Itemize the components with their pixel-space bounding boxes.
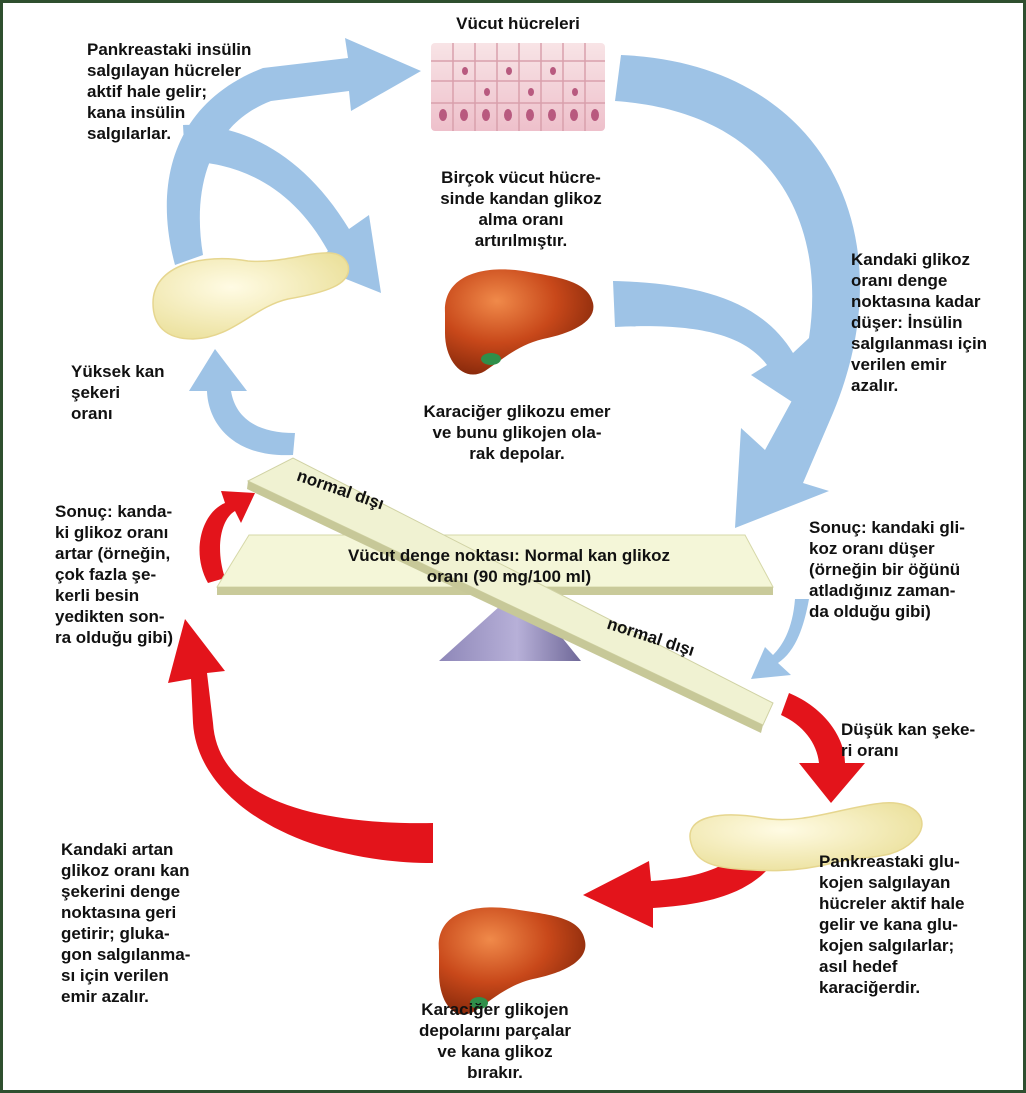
- label-high-sugar: Yüksek kan şekeri oranı: [71, 362, 165, 423]
- label-body-cells: Vücut hücreleri: [456, 14, 580, 33]
- label-glucose-falls: Kandaki glikoz oranı denge noktasına kad…: [851, 250, 988, 395]
- arrow-platform-to-pancreas-right: [781, 693, 865, 803]
- liver-illustration: [444, 269, 594, 375]
- diagram-artwork: [152, 38, 923, 1015]
- arrow-liver-to-balance: [168, 619, 433, 863]
- arrow-liver-to-right: [613, 281, 809, 413]
- label-pancreas-glucagon: Pankreastaki glu- kojen salgılayan hücre…: [819, 852, 965, 997]
- arrow-pancreas-to-cells: [166, 38, 421, 265]
- label-result-rise: Sonuç: kanda- ki glikoz oranı artar (örn…: [55, 502, 174, 647]
- arrow-platform-to-pancreas: [189, 349, 295, 456]
- liver-illustration-lower: [438, 907, 586, 1015]
- arrow-cells-to-liver: [183, 124, 381, 293]
- label-balance: Vücut denge noktası: Normal kan glikoz o…: [347, 546, 671, 586]
- arrow-result-to-upper-platform: [199, 491, 255, 583]
- label-liver-releases: Karaciğer glikojen depolarını parçalar v…: [418, 1000, 572, 1082]
- label-pancreas-insulin: Pankreastaki insülin salgılayan hücreler…: [87, 40, 252, 143]
- label-return-balance: Kandaki artan glikoz oranı kan şekerini …: [61, 840, 191, 1006]
- arrow-result-to-platform: [751, 599, 809, 679]
- seesaw-platform: [216, 457, 774, 733]
- label-liver-stores: Karaciğer glikozu emer ve bunu glikojen …: [423, 402, 611, 463]
- arrow-pancreas-to-liver: [583, 825, 791, 928]
- label-uptake: Birçok vücut hücre- sinde kandan glikoz …: [440, 168, 602, 250]
- glucagon-arrows: [168, 491, 865, 928]
- arrow-cells-to-balance: [615, 55, 860, 528]
- label-low-sugar: Düşük kan şeke- ri oranı: [841, 720, 976, 760]
- insulin-arrows: [166, 38, 860, 679]
- fulcrum: [439, 587, 581, 661]
- pancreas-illustration-lower: [689, 802, 923, 872]
- body-cells-illustration: [431, 43, 605, 131]
- label-result-fall: Sonuç: kandaki gli- koz oranı düşer (örn…: [809, 518, 965, 621]
- pancreas-illustration: [152, 252, 350, 340]
